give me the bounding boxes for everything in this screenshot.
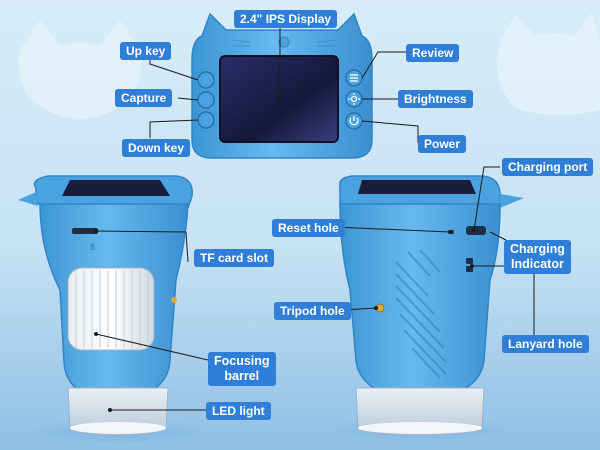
label-charging-port: Charging port <box>502 158 594 176</box>
svg-text:8: 8 <box>90 242 95 252</box>
label-focusing-barrel: Focusing barrel <box>208 352 276 386</box>
label-reset-hole: Reset hole <box>272 219 345 237</box>
brightness-icon <box>348 93 360 105</box>
label-charging-indicator-line2: Indicator <box>511 257 564 271</box>
label-focusing-barrel-line2: barrel <box>224 369 260 383</box>
label-tf-card-slot: TF card slot <box>194 249 275 267</box>
label-ips-display: 2.4" IPS Display <box>234 10 338 28</box>
microscope-rear-view <box>339 175 524 436</box>
microscope-front-view: 8 <box>18 175 193 436</box>
leader-lines <box>95 20 535 411</box>
background-cat-decoration <box>18 12 600 120</box>
power-icon <box>349 116 359 126</box>
label-power: Power <box>418 135 467 153</box>
label-brightness: Brightness <box>398 90 473 108</box>
up-key-button <box>197 71 215 89</box>
capture-button <box>197 91 215 109</box>
label-down-key: Down key <box>122 139 191 157</box>
label-charging-indicator: Charging Indicator <box>504 240 571 274</box>
display-unit <box>191 12 373 159</box>
label-up-key: Up key <box>120 42 172 60</box>
label-review: Review <box>406 44 460 62</box>
down-key-button <box>197 111 215 129</box>
label-capture: Capture <box>115 89 173 107</box>
review-icon <box>350 74 358 82</box>
label-charging-indicator-line1: Charging <box>510 242 565 256</box>
label-led-light: LED light <box>206 402 271 420</box>
label-focusing-barrel-line1: Focusing <box>214 354 270 368</box>
label-tripod-hole: Tripod hole <box>274 302 351 320</box>
label-lanyard-hole: Lanyard hole <box>502 335 589 353</box>
